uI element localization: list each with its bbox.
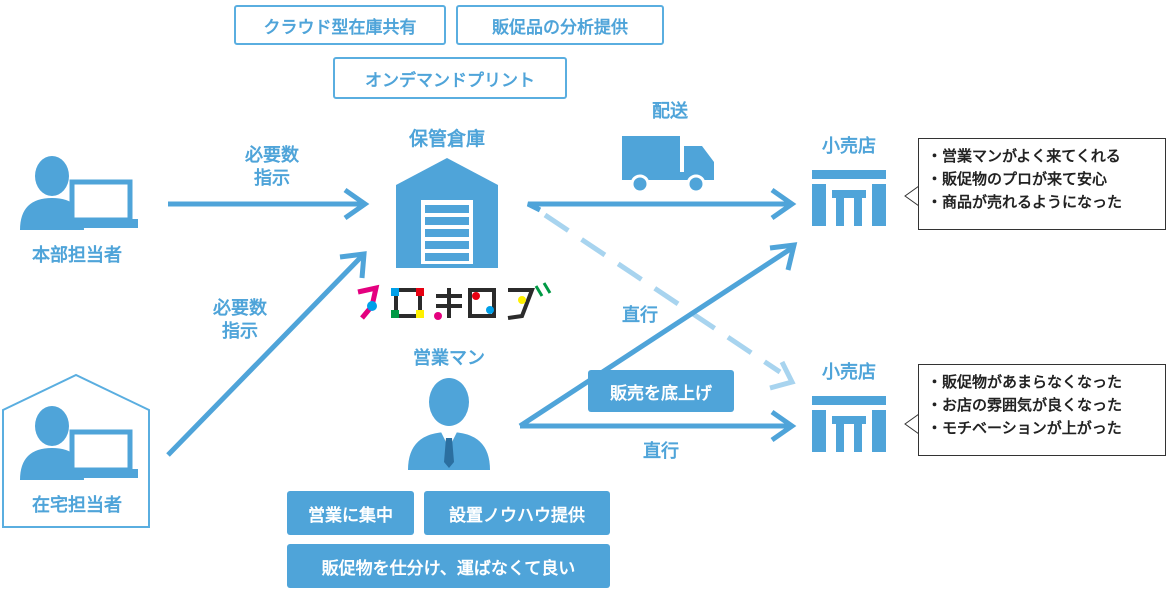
arrow-warehouse-to-store1 [526, 187, 797, 221]
cloud-inventory-box: クラウド型在庫共有 [234, 5, 446, 45]
bubble1-tail [904, 185, 920, 207]
salesman-icon [408, 378, 490, 470]
home-laptop-icon [64, 429, 138, 478]
bubble1-line: ・商品が売れるようになった [927, 193, 1123, 211]
arrow-home-to-warehouse [166, 251, 367, 457]
warehouse-icon [396, 158, 498, 268]
warehouse-title: 保管倉庫 [408, 128, 485, 150]
instruction-1-line1: 必要数 [245, 145, 299, 166]
instruction-2-line2: 指示 [222, 321, 258, 342]
store2-label: 小売店 [822, 362, 876, 383]
bubble1-line: ・営業マンがよく来てくれる [927, 147, 1121, 165]
sales-boost-box: 販売を底上げ [588, 370, 734, 412]
store1-icon [812, 170, 886, 226]
truck-icon [622, 136, 714, 194]
install-knowhow-box: 設置ノウハウ提供 [424, 491, 610, 535]
bubble2-line: ・販促物があまらなくなった [927, 373, 1123, 391]
arrow-sales-to-store1 [518, 242, 798, 429]
delivery-label: 配送 [652, 101, 688, 122]
bubble2-tail [904, 413, 920, 435]
promologi-logo-mark [357, 282, 552, 320]
sales-label: 営業マン [413, 348, 485, 369]
home-label: 在宅担当者 [32, 495, 122, 516]
direct-label-2: 直行 [643, 441, 679, 462]
focus-sales-box: 営業に集中 [287, 491, 414, 535]
hq-laptop-icon [64, 179, 138, 228]
home-outline [2, 373, 150, 528]
promo-analysis-box: 販促品の分析提供 [456, 5, 664, 45]
bubble2-line: ・モチベーションが上がった [927, 419, 1122, 437]
bubble2-line: ・お店の雰囲気が良くなった [927, 396, 1123, 414]
store2-icon [812, 396, 886, 452]
on-demand-print-box: オンデマンドプリント [333, 57, 567, 99]
arrow-sales-to-store2 [520, 409, 797, 443]
direct-label-1: 直行 [622, 305, 658, 326]
store1-label: 小売店 [822, 136, 876, 157]
arrow-hq-to-warehouse [168, 187, 370, 221]
store2-feedback-bubble: ・販促物があまらなくなった ・お店の雰囲気が良くなった ・モチベーションが上がっ… [918, 364, 1166, 456]
arrow-warehouse-to-store2-dashed [543, 212, 796, 391]
hq-label: 本部担当者 [32, 245, 122, 266]
bubble1-line: ・販促物のプロが来て安心 [927, 170, 1108, 188]
instruction-1-line2: 指示 [254, 168, 290, 189]
instruction-2-line1: 必要数 [213, 298, 267, 319]
store1-feedback-bubble: ・営業マンがよく来てくれる ・販促物のプロが来て安心 ・商品が売れるようになった [918, 138, 1166, 230]
sort-carry-box: 販促物を仕分け、運ばなくて良い [287, 544, 610, 588]
